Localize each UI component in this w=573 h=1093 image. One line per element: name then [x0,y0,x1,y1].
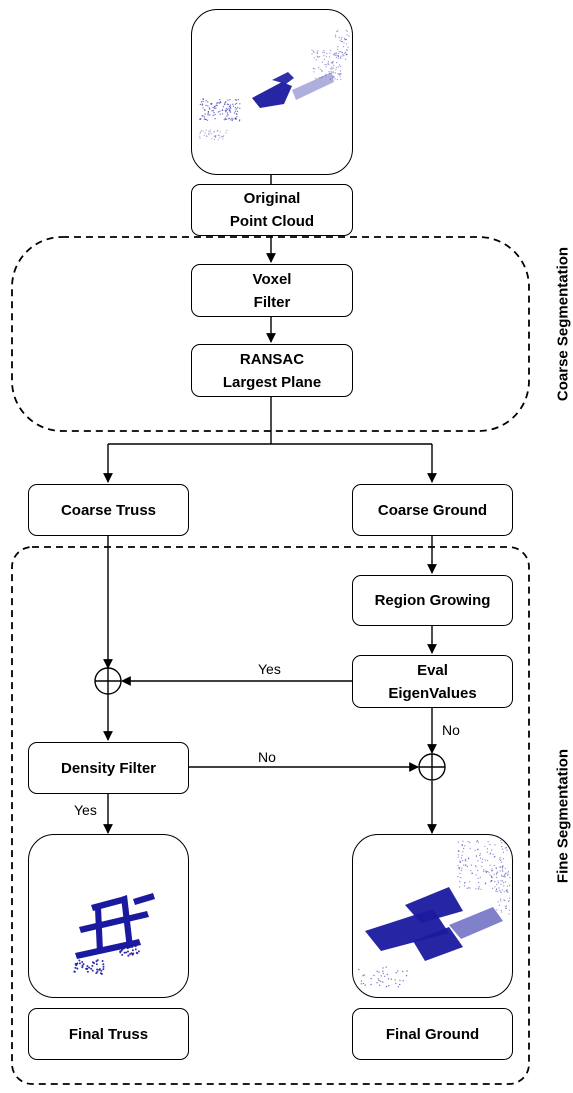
coarse-ground-label: Coarse Ground [377,501,488,519]
voxel-line2: Filter [253,293,291,311]
density-filter-node: Density Filter [28,742,189,794]
original-line1: Original [243,190,301,207]
coarse-segmentation-label: Coarse Segmentation [554,246,572,402]
ransac-node: RANSAC Largest Plane [191,344,353,397]
region-growing-label: Region Growing [374,592,491,609]
no-label-eval: No [442,722,460,738]
yes-label-density: Yes [74,802,97,818]
no-label-density: No [258,749,276,765]
density-filter-label: Density Filter [60,759,157,777]
coarse-ground-node: Coarse Ground [352,484,513,536]
ransac-line1: RANSAC [239,350,305,368]
eval-line2: EigenValues [388,684,477,702]
coarse-truss-label: Coarse Truss [60,501,157,519]
ransac-line2: Largest Plane [222,373,322,391]
original-line2: Point Cloud [229,213,315,230]
final-ground-label: Final Ground [385,1025,480,1043]
truss-junction [94,667,122,695]
ground-junction [418,753,446,781]
fine-segmentation-group [11,546,530,1085]
voxel-line1: Voxel [252,270,292,288]
yes-label-eval: Yes [258,661,281,677]
final-truss-label: Final Truss [68,1025,149,1043]
final-ground-node: Final Ground [352,1008,513,1060]
fine-segmentation-label: Fine Segmentation [554,748,572,884]
eval-line1: Eval [417,661,448,679]
original-point-cloud-image [191,9,353,175]
final-ground-image [352,834,513,998]
final-truss-node: Final Truss [28,1008,189,1060]
final-truss-image [28,834,189,998]
region-growing-node: Region Growing [352,575,513,626]
coarse-truss-node: Coarse Truss [28,484,189,536]
